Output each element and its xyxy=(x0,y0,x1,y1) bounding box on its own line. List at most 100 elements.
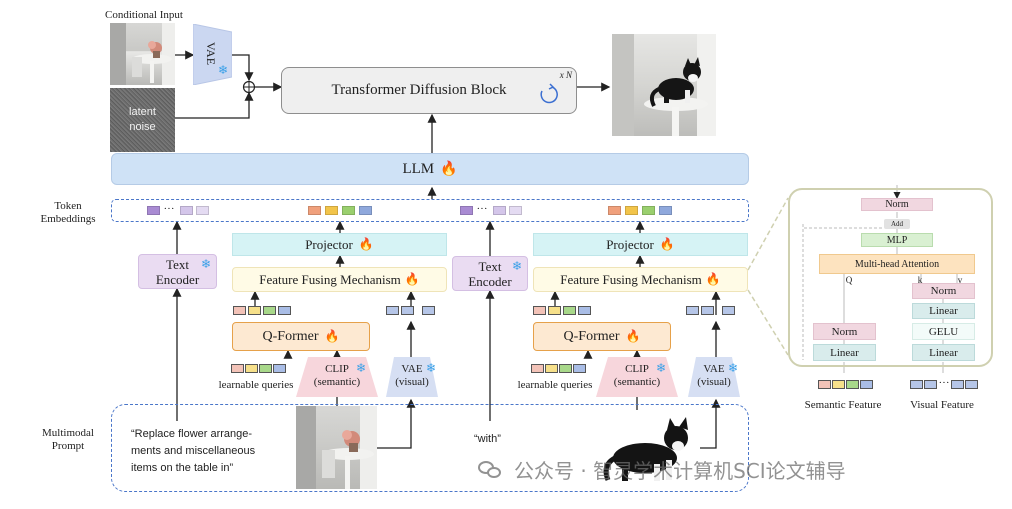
k-label: k xyxy=(917,275,923,285)
fusion-detail-panel xyxy=(788,188,993,367)
learnable-query-token xyxy=(559,364,572,373)
norm-top-block: Norm xyxy=(861,198,933,211)
linear-visual-block-1: Linear xyxy=(912,303,975,319)
linear-label: Linear xyxy=(830,346,859,359)
snowflake-icon: ❄ xyxy=(511,259,522,273)
clip-trapezoid-shape xyxy=(596,357,678,397)
table-flower-picture xyxy=(296,406,377,489)
prompt-image-table xyxy=(296,406,377,489)
visual-token xyxy=(686,306,699,315)
visual-feature-token xyxy=(951,380,964,389)
semantic-feature-token xyxy=(818,380,831,389)
wechat-icon xyxy=(478,459,502,479)
token-ellipsis: ··· xyxy=(163,203,175,215)
vae-encoder-right: VAE (visual) ❄ xyxy=(688,357,740,397)
snowflake-icon: ❄ xyxy=(200,257,211,271)
snowflake-icon: ❄ xyxy=(356,361,367,375)
visual-feature-label: Visual Feature xyxy=(910,399,974,411)
gelu-block: GELU xyxy=(912,323,975,340)
loop-icon xyxy=(540,83,558,104)
fusion-label: Feature Fusing Mechanism xyxy=(560,271,702,287)
mlp-label: MLP xyxy=(886,234,908,246)
text-encoder-label: Text Encoder xyxy=(468,258,512,289)
mha-label: Multi-head Attention xyxy=(854,258,940,270)
token-text xyxy=(196,206,209,215)
fire-icon: 🔥 xyxy=(625,329,641,343)
v-label: v xyxy=(957,275,963,285)
fusion-label: Feature Fusing Mechanism xyxy=(259,271,401,287)
cat-on-table-picture xyxy=(612,34,716,136)
snowflake-icon: ❄ xyxy=(728,361,739,375)
fire-icon: 🔥 xyxy=(404,272,420,286)
norm-label: Norm xyxy=(831,325,858,338)
clip-trapezoid-shape xyxy=(296,357,378,397)
query-token xyxy=(548,306,561,315)
watermark-label: 公众号 · 智灵学术计算机SCI论文辅导 xyxy=(514,458,846,483)
text-encoder-right: Text Encoder ❄ xyxy=(452,256,528,291)
repeat-label: x N xyxy=(559,70,572,80)
table-flower-picture xyxy=(110,23,175,85)
token-ellipsis: ··· xyxy=(476,203,488,215)
semantic-feature-label: Semantic Feature xyxy=(804,399,882,411)
cat-picture xyxy=(603,417,688,481)
query-token xyxy=(263,306,276,315)
qformer-left: Q-Former 🔥 xyxy=(232,322,370,351)
token-query xyxy=(625,206,638,215)
token-text xyxy=(509,206,522,215)
multi-head-attention-block: Multi-head Attention xyxy=(819,254,975,274)
transformer-label: Transformer Diffusion Block xyxy=(331,82,507,98)
projector-right: Projector 🔥 xyxy=(533,233,748,256)
mlp-block: MLP xyxy=(861,233,933,247)
learnable-query-token xyxy=(259,364,272,373)
token-text xyxy=(460,206,473,215)
visual-feature-ellipsis: ··· xyxy=(938,377,950,389)
projector-left: Projector 🔥 xyxy=(232,233,447,256)
token-query xyxy=(608,206,621,215)
snowflake-icon: ❄ xyxy=(656,361,667,375)
query-token xyxy=(533,306,546,315)
latent-noise-label: latent noise xyxy=(129,106,156,133)
text-encoder-label: Text Encoder xyxy=(155,256,200,287)
feature-fusing-right: Feature Fusing Mechanism 🔥 xyxy=(533,267,748,292)
norm-visual-block: Norm xyxy=(912,283,975,299)
token-embeddings-row xyxy=(111,199,749,222)
token-query xyxy=(359,206,372,215)
visual-feature-token xyxy=(965,380,978,389)
clip-label: CLIP (semantic) xyxy=(613,363,661,388)
norm-label: Norm xyxy=(930,285,957,297)
watermark-text: 公众号 · 智灵学术计算机SCI论文辅导 xyxy=(478,454,993,484)
learnable-query-token xyxy=(531,364,544,373)
clip-label: CLIP (semantic) xyxy=(313,363,361,388)
token-query xyxy=(659,206,672,215)
learnable-queries-label: learnable queries xyxy=(517,379,593,391)
semantic-feature-token xyxy=(832,380,845,389)
projector-label: Projector xyxy=(305,236,353,252)
conditional-input-label: Conditional Input xyxy=(105,9,183,21)
semantic-feature-token xyxy=(860,380,873,389)
learnable-query-token xyxy=(573,364,586,373)
learnable-query-token xyxy=(231,364,244,373)
token-text xyxy=(147,206,160,215)
prompt-text-2: “with” xyxy=(474,433,501,445)
latent-noise-image: latent noise xyxy=(110,88,175,152)
llm-label: LLM xyxy=(402,160,435,177)
vae-encoder-left: VAE (visual) ❄ xyxy=(386,357,438,397)
query-token xyxy=(563,306,576,315)
add-label: Add xyxy=(890,220,904,228)
visual-token xyxy=(722,306,735,315)
fire-icon: 🔥 xyxy=(358,237,374,251)
semantic-feature-token xyxy=(846,380,859,389)
norm-label: Norm xyxy=(885,199,909,210)
norm-semantic-block: Norm xyxy=(813,323,876,340)
linear-semantic-block: Linear xyxy=(813,344,876,361)
query-token xyxy=(278,306,291,315)
q-label: Q xyxy=(845,275,853,285)
linear-label: Linear xyxy=(929,305,958,317)
token-text xyxy=(493,206,506,215)
query-token xyxy=(248,306,261,315)
token-query xyxy=(308,206,321,215)
vae-visual-label: VAE (visual) xyxy=(395,363,429,388)
clip-encoder-left: CLIP (semantic) ❄ xyxy=(296,357,378,397)
prompt-text-1: “Replace flower arrange- ments and misce… xyxy=(131,428,256,474)
prompt-image-cat xyxy=(600,410,700,484)
